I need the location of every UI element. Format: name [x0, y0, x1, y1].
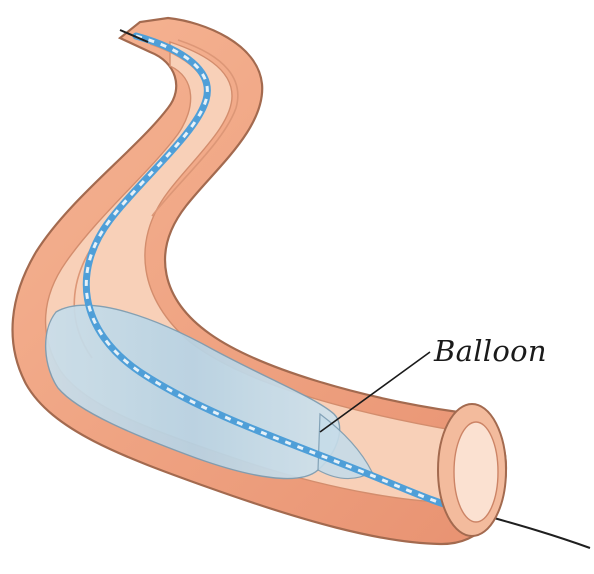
- vessel-opening-inner: [454, 422, 498, 522]
- balloon-label: Balloon: [434, 334, 547, 368]
